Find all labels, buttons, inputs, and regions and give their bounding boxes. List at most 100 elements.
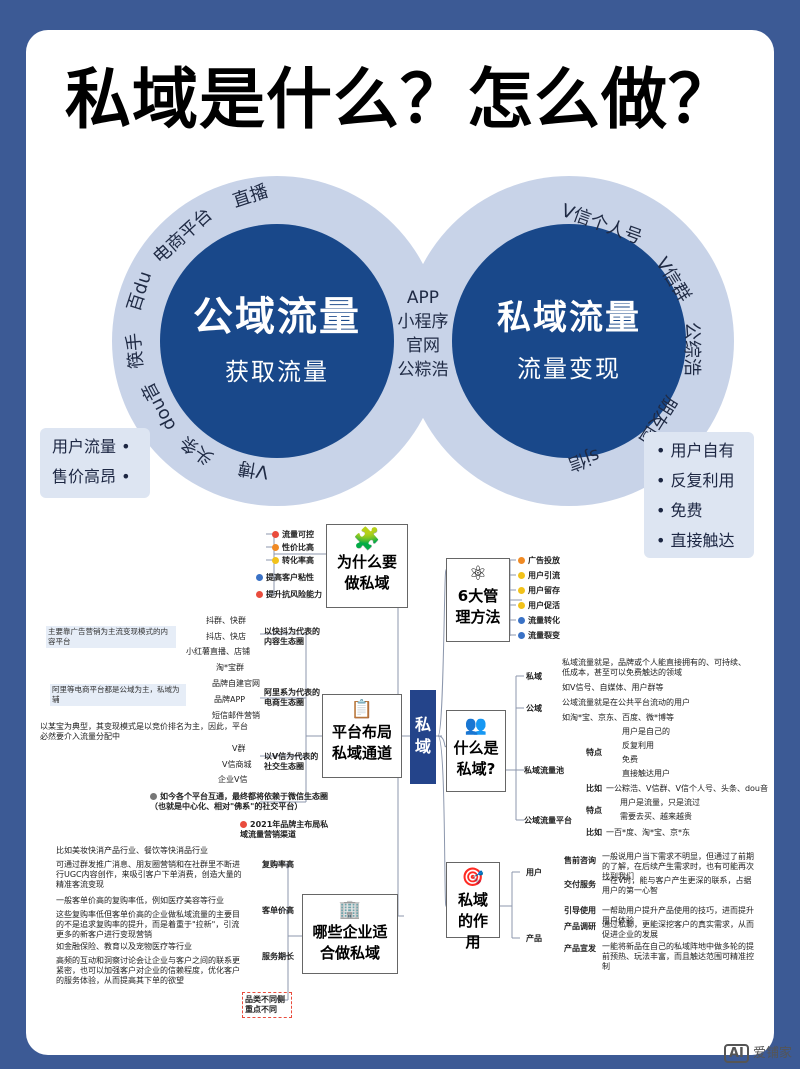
overlap-item: 小程序 — [397, 312, 449, 332]
people-icon: 👥 — [464, 715, 488, 736]
what-item: 免费 — [622, 755, 638, 764]
private-feature: • 反复利用 — [656, 471, 735, 490]
platform-title: 平台布局私域通道 — [331, 723, 392, 762]
public-main-label: 公域流量 — [193, 294, 361, 340]
what-branch: 私域流量池 — [524, 766, 564, 775]
bullet-icon — [518, 632, 525, 639]
what-branch: 公域流量平台 — [524, 816, 572, 825]
role-text: 一能将新品在自己的私域阵地中做多轮的提前预热、玩法丰富，而且触达范围可精准控制 — [602, 942, 754, 971]
what-item: 反复利用 — [622, 741, 654, 750]
which-node: 🏢 哪些企业适合做私域 — [302, 894, 398, 974]
six-item: 流量裂变 — [518, 631, 560, 641]
what-item: 用户是流量，只是流过 — [620, 798, 700, 807]
bullet-icon — [272, 531, 279, 538]
platform-group: 以快抖为代表的内容生态圈 — [264, 627, 320, 646]
which-title: 哪些企业适合做私域 — [312, 923, 388, 962]
which-note: 可通过群发推广消息、朋友圈营销和在社群里不断进行UGC内容创作，来吸引客户下单消… — [56, 860, 242, 889]
role-item: 产品调研 — [564, 922, 596, 931]
public-feature-box: 用户流量 • 售价高昂 • — [40, 428, 150, 498]
private-core: 私域流量 流量变现 — [452, 224, 686, 458]
platform-g3-item: 企业V信 — [218, 775, 248, 784]
what-feature: 特点 — [586, 748, 602, 757]
what-text: 私域流量就是，品牌或个人能直接拥有的、可持续、低成本，甚至可以免费触达的领域 — [562, 658, 746, 677]
public-feature: 售价高昂 • — [52, 467, 131, 486]
bullet-icon — [518, 587, 525, 594]
target-icon: 🎯 — [461, 867, 485, 888]
what-item: 直接触达用户 — [622, 769, 670, 778]
overlap-list: APP 小程序 官网 公粽浩 — [388, 286, 458, 382]
role-text: 通过私聊，更能深挖客户的真实需求，从而促进企业的发展 — [602, 920, 754, 939]
role-item: 产品宣发 — [564, 944, 596, 953]
why-item: 转化率高 — [272, 556, 314, 566]
what-text: 如淘*宝、京东、百度、微*博等 — [562, 713, 674, 722]
public-feature: 用户流量 • — [52, 437, 131, 456]
what-item: 需要去买、越来越贵 — [620, 812, 692, 821]
six-item: 用户促活 — [518, 601, 560, 611]
building-icon: 🏢 — [338, 899, 362, 920]
role-text: 一帮助用户提升产品使用的技巧，进而提升用户体验 — [602, 906, 754, 925]
overlap-item: 官网 — [406, 336, 440, 356]
platform-tip: 2021年品牌主布局私域流量营销渠道 — [240, 820, 329, 839]
bullet-icon — [518, 602, 525, 609]
six-item: 用户引流 — [518, 571, 560, 581]
role-item: 引导使用 — [564, 906, 596, 915]
page-title: 私域是什么？怎么做？ — [65, 61, 735, 138]
bullet-icon — [256, 574, 263, 581]
private-main-label: 私域流量 — [497, 298, 641, 338]
bullet-icon — [256, 591, 263, 598]
role-item: 售前咨询 — [564, 856, 596, 865]
which-note: 高频的互动和洞察讨论会让企业与客户之间的联系更紧密，也可以加强客户对企业的信赖程… — [56, 956, 240, 985]
what-example: 比如 — [586, 784, 602, 793]
which-note: 比如美妆快消产品行业、餐饮等快消品行业 — [56, 846, 208, 855]
role-branch: 产品 — [526, 934, 542, 943]
which-note: 一般客单价高的复购率低，例如医疗美容等行业 — [56, 896, 224, 905]
overlap-item: APP — [406, 288, 440, 308]
platform-group: 阿里系为代表的电商生态圈 — [264, 688, 320, 707]
platform-note: 阿里等电商平台都是公域为主，私域为辅 — [50, 684, 186, 706]
atom-icon: ⚛ — [469, 561, 487, 585]
which-branch: 服务期长 — [262, 952, 294, 961]
what-text: 一百*度、淘*宝、京*东 — [606, 828, 690, 837]
what-branch: 公域 — [526, 704, 542, 713]
bullet-icon — [150, 793, 157, 800]
which-note: 如金融保险、教育以及宠物医疗等行业 — [56, 942, 192, 951]
role-title: 私域的作用 — [457, 891, 488, 951]
why-item: 提升抗风险能力 — [256, 590, 322, 600]
which-note: 这些复购率低但客单价高的企业做私域流量的主要目的不是追求复购率的提升，而是着重于… — [56, 910, 240, 939]
what-item: 用户是自己的 — [622, 727, 670, 736]
six-item: 流量转化 — [518, 616, 560, 626]
what-branch: 私域 — [526, 672, 542, 681]
public-sub-label: 获取流量 — [225, 358, 329, 386]
role-item: 交付服务 — [564, 880, 596, 889]
platform-g3-item: V群 — [232, 744, 246, 753]
platform-tip: 如今各个平台互通，最终都将依赖于微信生态圈（也就是中心化、相对"佛系"的社交平台… — [150, 792, 328, 811]
bullet-icon — [518, 557, 525, 564]
platform-g3-item: V信商城 — [222, 760, 252, 769]
platform-node: 📋 平台布局私域通道 — [322, 694, 402, 778]
six-item: 广告投放 — [518, 556, 560, 566]
watermark-text: 爱铺家 — [752, 1046, 792, 1061]
private-feature: • 免费 — [656, 501, 703, 520]
platform-g2-item: 品牌自建官网 — [212, 679, 260, 688]
role-text: 一般说用户当下需求不明显，但通过了前期的了解，在后续产生需求时，也有可能再次找到… — [602, 852, 754, 881]
what-feature: 特点 — [586, 806, 602, 815]
why-node: 🧩 为什么要做私域 — [326, 524, 408, 608]
private-feature: • 直接触达 — [656, 531, 735, 550]
six-node: ⚛ 6大管理方法 — [446, 558, 510, 642]
puzzle-icon: 🧩 — [353, 527, 381, 552]
private-feature: • 用户自有 — [656, 441, 735, 460]
ai-logo-icon: AI — [723, 1044, 749, 1063]
what-node: 👥 什么是私域? — [446, 710, 506, 792]
which-branch: 客单价高 — [262, 906, 294, 915]
bullet-icon — [272, 544, 279, 551]
what-title: 什么是私域? — [453, 739, 499, 778]
what-example: 比如 — [586, 828, 602, 837]
six-item: 用户留存 — [518, 586, 560, 596]
clipboard-icon: 📋 — [350, 699, 374, 720]
platform-g1-item: 抖店、快店 — [206, 632, 246, 641]
platform-note: 主要靠广告营销为主流变现模式的内容平台 — [46, 626, 176, 648]
why-item: 性价比高 — [272, 543, 314, 553]
six-title: 6大管理方法 — [455, 587, 501, 626]
poster-card: 私域是什么？怎么做？ 公域流量 获取流量 直播 电商平台 百du 筷手 dou音… — [26, 30, 774, 1055]
public-core: 公域流量 获取流量 — [160, 224, 394, 458]
